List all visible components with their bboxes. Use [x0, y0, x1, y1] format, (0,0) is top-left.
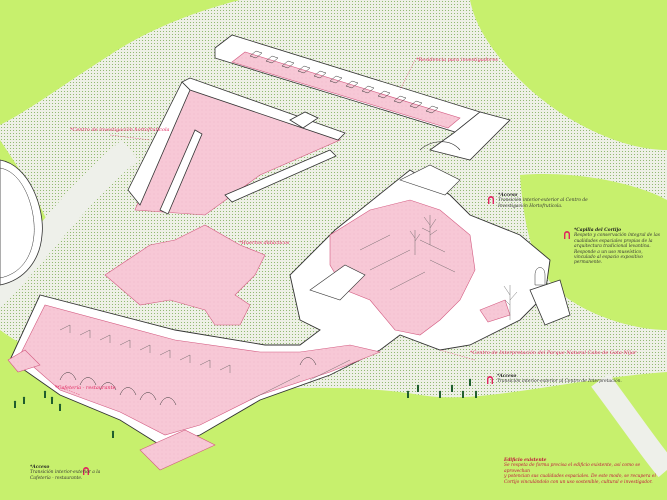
note-edificio-existente: Edificio existente Se respeta de forma p… [504, 458, 666, 485]
note-title: *Acceso [30, 465, 50, 470]
arch-access-icon [487, 376, 493, 384]
lawn-top-right [470, 0, 667, 150]
centro-investigacion-building [127, 77, 346, 216]
note-text: Transición interior-exterior a la Cafete… [30, 470, 101, 481]
arch-access-icon [564, 231, 570, 239]
label-cafeteria: *Cafetería - restaurante [55, 385, 116, 391]
lawn-mid-right [520, 174, 667, 330]
note-title: Edificio existente [504, 458, 547, 463]
note-capilla: *Capilla del Cortijo Respeto y conservac… [574, 228, 666, 266]
people [13, 378, 478, 438]
note-text: Transición interior-exterior al Centro d… [498, 198, 588, 209]
path-curve-right [591, 373, 667, 478]
huertos-area [104, 224, 266, 326]
note-acceso-norte: *Acceso Transición interior-exterior al … [498, 193, 618, 209]
note-acceso-oeste: *Acceso Transición interior-exterior a l… [30, 465, 150, 481]
label-residencia: *Residencia para investigadores [416, 57, 498, 63]
trees [409, 215, 518, 320]
residencia-building [214, 34, 511, 161]
note-title: *Acceso [497, 374, 517, 379]
note-text: Respeto y conservación íntegral de las c… [574, 233, 660, 266]
note-title: *Acceso [498, 193, 518, 198]
note-acceso-este: *Acceso Transición interior-exterior al … [497, 374, 662, 385]
label-interpretacion: *Centro de Interpretación del Parque Nat… [470, 350, 637, 356]
circle-plaza [0, 159, 43, 286]
label-huertos: *Huertos didácticos [239, 240, 290, 246]
arch-access-icon [83, 467, 89, 475]
note-text: Se respeta de forma precisa el edificio … [504, 463, 656, 485]
note-text: Transición interior-exterior al Centro d… [497, 379, 622, 385]
lawn-top-left [0, 0, 240, 125]
label-centro-investigacion: *Centro de investigación hortofrutícola [70, 127, 170, 133]
arch-access-icon [488, 196, 494, 204]
note-title: *Capilla del Cortijo [574, 228, 622, 233]
